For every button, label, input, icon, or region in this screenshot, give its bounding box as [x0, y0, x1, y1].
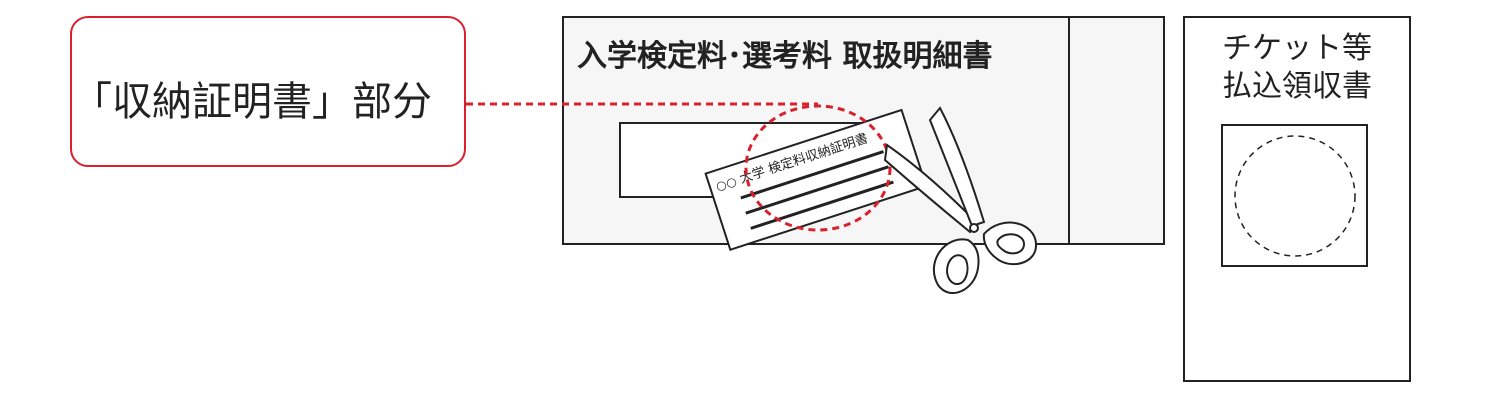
scissors-blade-upper: [883, 143, 980, 234]
receipt-stamp-circle: [1234, 135, 1356, 257]
scissors-pivot: [969, 223, 979, 233]
scissors-handle-right-hole: [996, 233, 1026, 255]
callout-box: [70, 16, 466, 167]
slip-circles: ○○: [714, 174, 738, 194]
slip-paper: [704, 108, 928, 251]
callout-label: 「収納証明書」部分: [72, 79, 432, 125]
scissors-icon: [883, 106, 1038, 295]
statement-title: 入学検定料･選考料 取扱明細書: [577, 39, 992, 74]
slip-rule-3: [750, 180, 894, 230]
callout: 「収納証明書」部分: [70, 16, 466, 167]
slip-rule-2: [745, 165, 889, 215]
scissors-handle-left-hole: [946, 254, 969, 285]
receipt-title-line2: 払込領収書: [1222, 69, 1372, 104]
receipt-title-line1: チケット等: [1222, 31, 1372, 66]
receipt-stamp-box: [1221, 124, 1368, 267]
highlight-circle: [744, 104, 892, 232]
slip-rule-1: [740, 150, 884, 200]
receipt-panel: チケット等 払込領収書: [1183, 16, 1411, 382]
scissors-blade-lower: [928, 106, 986, 228]
certificate-slip: ○○ 大学 検定料収納証明書: [704, 108, 928, 251]
